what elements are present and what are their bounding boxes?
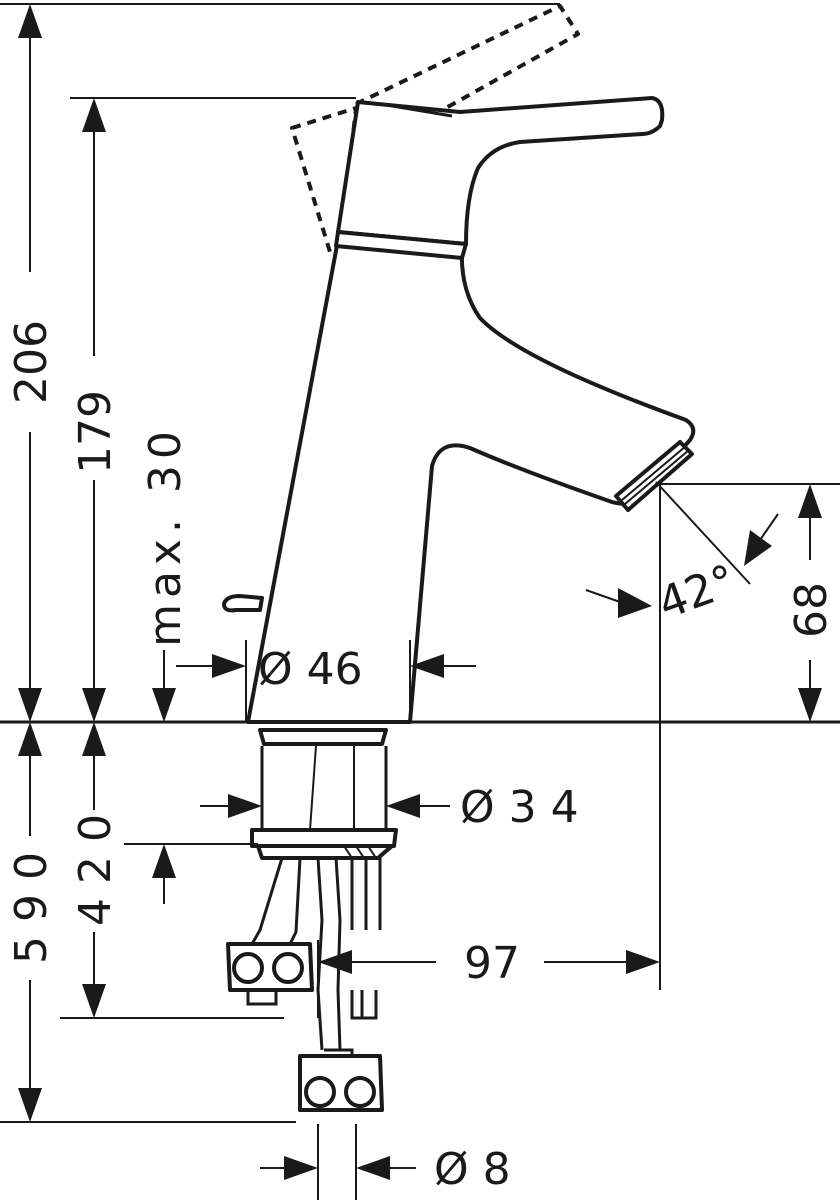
arrow-down [18,1088,42,1122]
arrow-up [18,722,42,756]
popup-rod [222,594,264,613]
dimension-shank-arrow [152,844,176,904]
dimension-diameter-46 [176,654,476,678]
arrow-left [386,794,420,818]
shank-collar [258,728,388,746]
arrow-left [318,950,352,974]
arrow-angle-left [618,588,652,618]
hose-right [316,857,342,1051]
dimension-max-30 [152,650,176,722]
dimension-97 [318,950,660,974]
hose-left [250,857,302,945]
arrow-up [152,844,176,878]
label-overall-height: 206 [6,320,57,404]
arrow-up [798,484,822,518]
arrow-down [152,688,176,722]
dimension-diameter-8 [260,1156,416,1180]
arrow-down [82,984,106,1018]
lever-raised-outline [355,4,580,110]
arrow-right [228,794,262,818]
lever-tip-line [379,102,453,118]
spout-body-outline [246,238,696,724]
dimension-420 [82,722,106,1018]
label-lever-height: 179 [70,390,121,474]
label-lever-angle: 42° [652,555,743,630]
dimension-labels: 206 179 max. 30 Ø 46 68 42° Ø 3 4 5 9 0 … [6,320,837,1195]
label-shank-diameter: Ø 3 4 [460,782,579,833]
label-hose-diameter: Ø 8 [434,1144,511,1195]
mounting-nut [250,828,398,848]
dimension-42-degree [585,481,779,618]
hose-left-connector [226,942,314,1006]
dimension-179 [82,98,106,722]
label-spout-height: 68 [786,582,837,638]
lever-handle-outline [336,96,665,246]
dimension-206 [18,4,42,722]
arrow-up [18,4,42,38]
deck-and-installation [0,720,840,1200]
label-hose-length: 5 9 0 [6,852,57,964]
arrow-down [82,688,106,722]
label-projection: 97 [464,938,520,989]
lever-base-ring [334,230,468,260]
arrow-down [798,688,822,722]
label-base-diameter: Ø 46 [258,644,363,695]
arrow-up [82,722,106,756]
arrow-angle-right [744,530,772,566]
label-shank-length: 4 2 0 [70,814,121,926]
label-max-deck-thickness: max. 30 [140,425,191,647]
arrow-right [284,1156,318,1180]
arrow-left [410,654,444,678]
arrow-left [356,1156,390,1180]
arrow-up [82,98,106,132]
hose-right-connector [298,1048,384,1112]
dimension-590 [18,722,42,1122]
popup-linkage [350,990,378,1020]
arrow-right [626,950,660,974]
aerator [614,440,694,512]
faucet-body [222,4,696,724]
dimension-diameter-34 [200,794,450,818]
dimension-68 [798,484,822,722]
arrow-right [212,654,246,678]
arrow-down [18,688,42,722]
